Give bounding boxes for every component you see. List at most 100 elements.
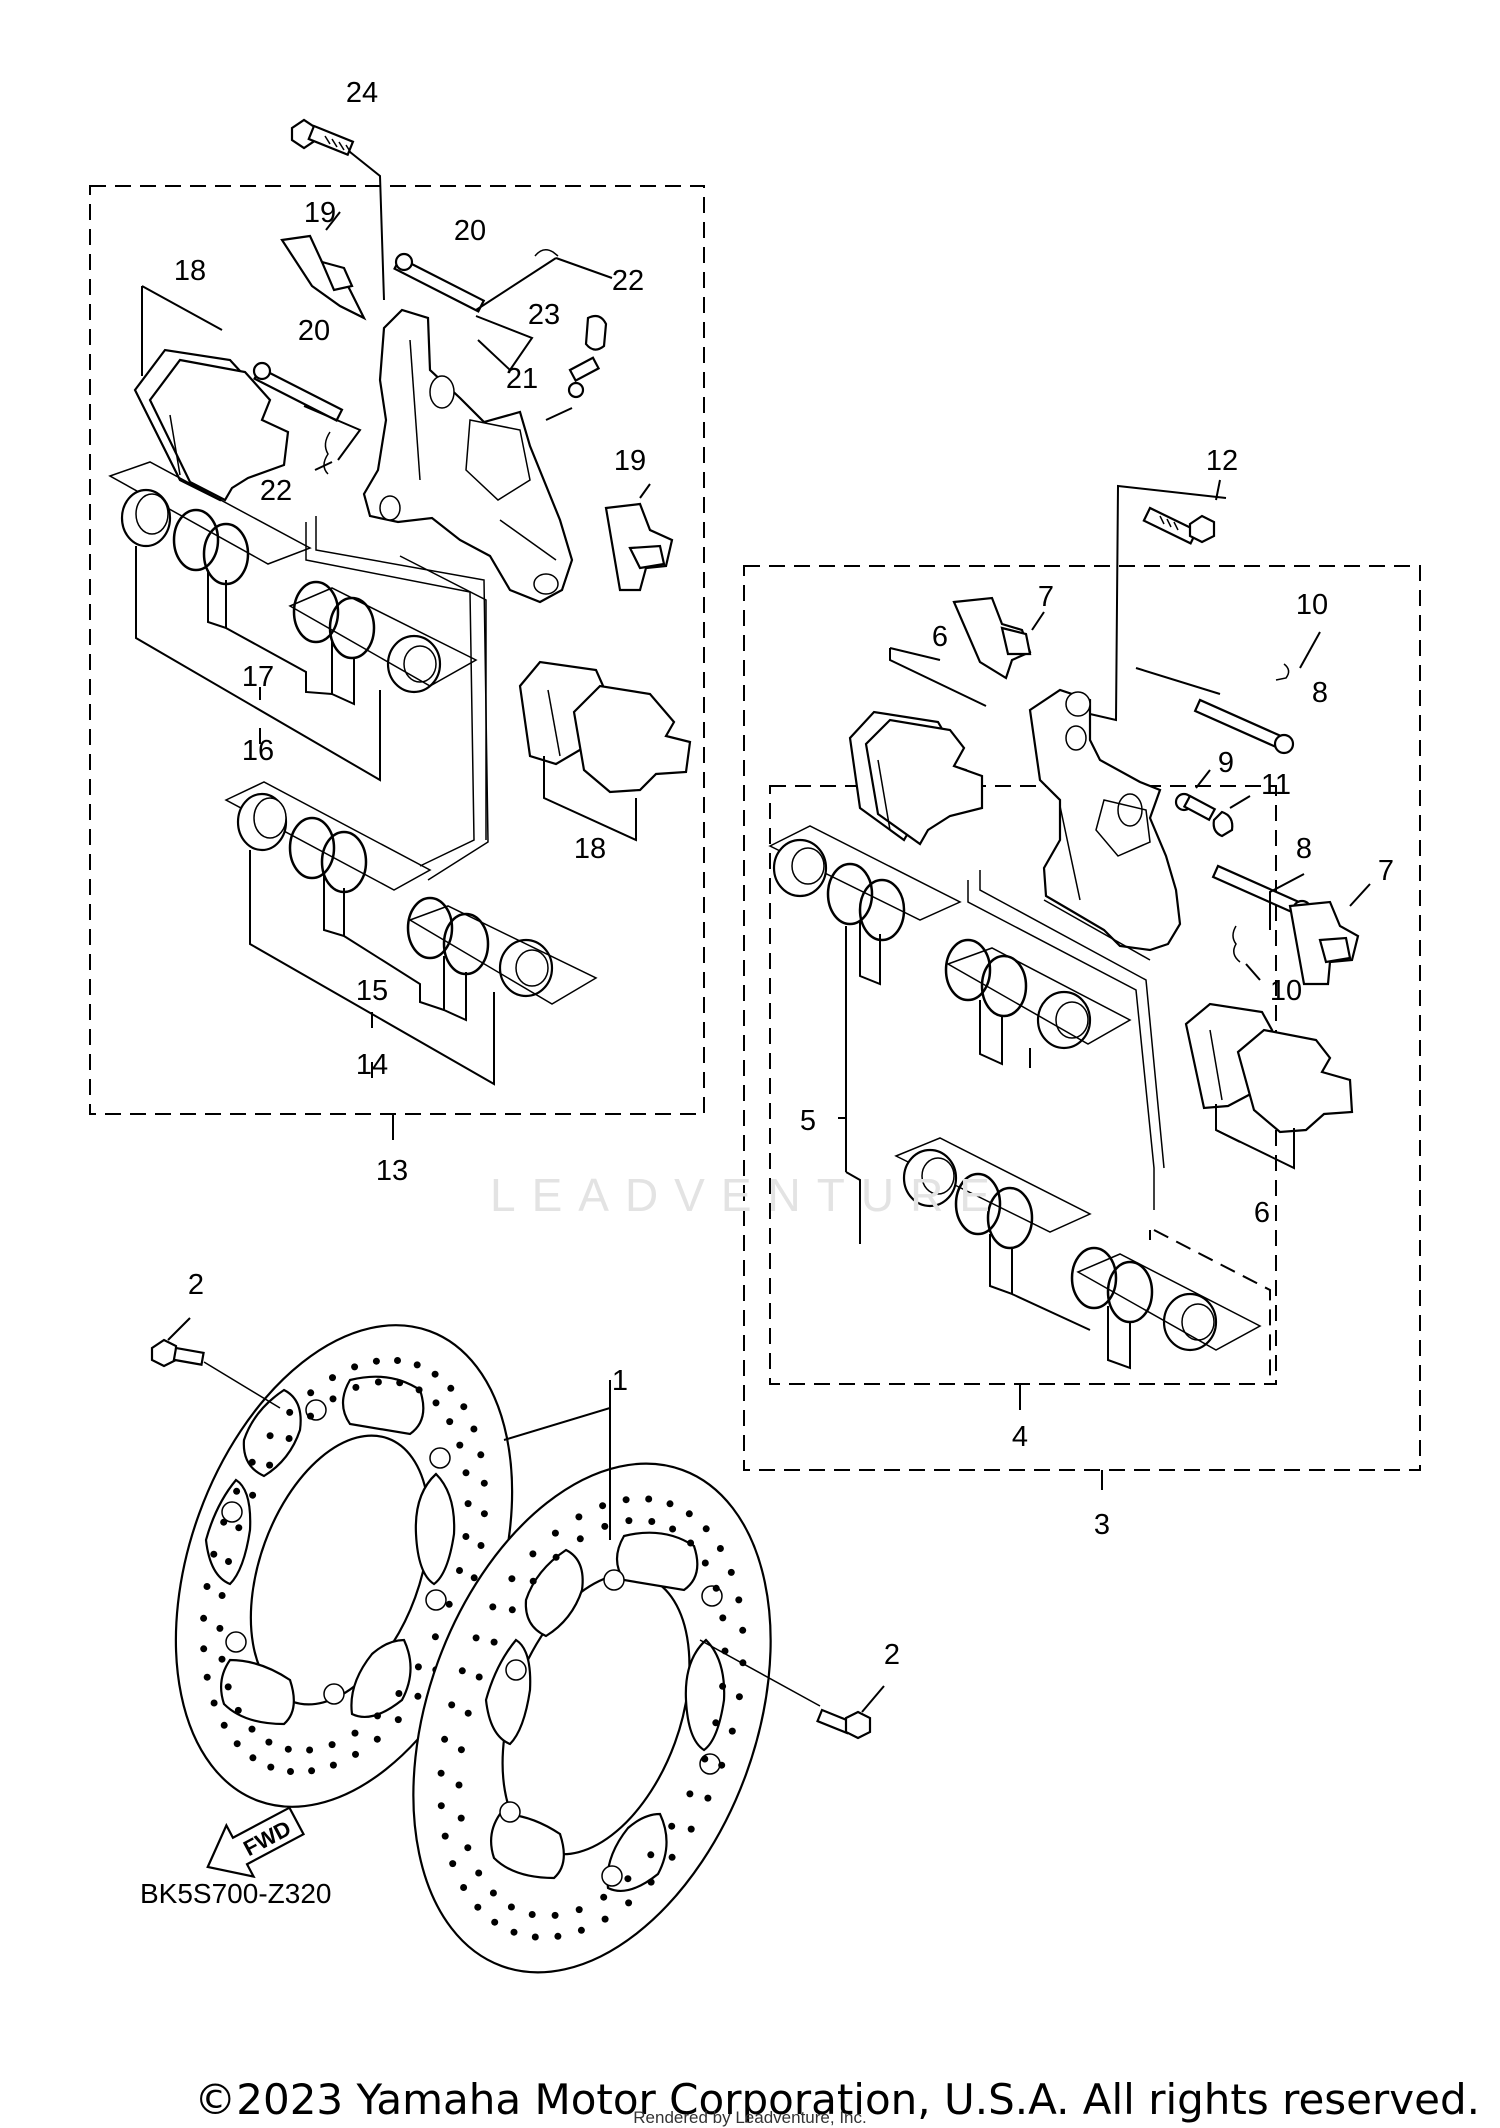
callout-10-lower: 10 <box>1270 975 1302 1007</box>
disc-drill-hole <box>480 1510 488 1518</box>
watermark: LEADVENTURE <box>490 1169 1006 1221</box>
callout-12: 12 <box>1206 445 1238 477</box>
left-caliper-body <box>362 308 574 604</box>
callout-23: 23 <box>528 299 560 331</box>
callout-19-upper: 19 <box>304 197 336 229</box>
disc-drill-hole <box>267 1763 275 1771</box>
callout-21: 21 <box>506 363 538 395</box>
disc-drill-hole <box>735 1596 743 1604</box>
callout-2-upper: 2 <box>188 1269 204 1301</box>
callout-14: 14 <box>356 1049 388 1081</box>
disc-drill-hole <box>687 1539 695 1547</box>
disc-drill-hole <box>287 1768 294 1775</box>
disc-drill-hole <box>249 1754 257 1762</box>
disc-drill-hole <box>266 1432 274 1440</box>
callout-20-upper: 20 <box>454 215 486 247</box>
disc-drill-hole <box>265 1738 273 1746</box>
disc-drill-hole <box>457 1814 465 1822</box>
disc-drill-hole <box>668 1822 676 1830</box>
pad-spring-7-upper <box>952 596 1032 680</box>
disc-drill-hole <box>529 1550 537 1558</box>
disc-drill-hole <box>464 1844 472 1852</box>
callout-7-upper: 7 <box>1038 581 1054 613</box>
disc-drill-hole <box>701 1755 709 1763</box>
callout-9: 9 <box>1218 747 1234 779</box>
callout-10-upper: 10 <box>1296 589 1328 621</box>
disc-drill-hole <box>470 1574 478 1582</box>
disc-drill-hole <box>449 1860 457 1868</box>
disc-drill-hole <box>491 1918 499 1926</box>
disc-drill-hole <box>712 1719 720 1727</box>
callout-18-lower: 18 <box>574 833 606 865</box>
disc-drill-hole <box>351 1729 359 1737</box>
disc-drill-hole <box>600 1893 608 1901</box>
disc-drill-hole <box>668 1853 676 1861</box>
disc-drill-hole <box>576 1535 584 1543</box>
disc-drill-hole <box>448 1701 456 1709</box>
disc-drill-hole <box>456 1567 463 1574</box>
disc-drill-hole <box>374 1712 381 1720</box>
disc-drill-hole <box>216 1624 224 1632</box>
disc-drill-hole <box>622 1496 630 1504</box>
disc-drill-hole <box>575 1513 583 1521</box>
disc-drill-hole <box>475 1673 483 1681</box>
callout-1: 1 <box>612 1365 628 1397</box>
disc-drill-hole <box>458 1667 466 1675</box>
disc-drill-hole <box>234 1706 242 1714</box>
pad-pin-20-upper <box>393 252 486 313</box>
callout-22-lower: 22 <box>260 475 292 507</box>
disc-drill-hole <box>456 1441 464 1449</box>
piston-kit-upper <box>108 461 478 694</box>
disc-drill-hole <box>480 1479 488 1487</box>
disc-drill-hole <box>374 1378 382 1386</box>
disc-drill-hole <box>716 1545 724 1552</box>
callout-5: 5 <box>800 1105 816 1137</box>
disc-drill-hole <box>531 1933 539 1941</box>
disc-drill-hole <box>702 1525 710 1533</box>
disc-drill-hole <box>284 1745 292 1753</box>
disc-drill-hole <box>455 1781 463 1789</box>
disc-bolt-2-lower <box>816 1708 872 1740</box>
disc-drill-hole <box>739 1626 747 1634</box>
disc-drill-hole <box>447 1384 455 1392</box>
disc-drill-hole <box>441 1735 449 1743</box>
disc-drill-hole <box>200 1645 208 1653</box>
disc-drill-hole <box>712 1584 720 1592</box>
right-caliper-assembly-frame <box>743 565 1421 1471</box>
callout-8-lower: 8 <box>1296 833 1312 865</box>
disc-drill-hole <box>529 1577 537 1585</box>
caliper-bolt-24 <box>290 118 355 157</box>
disc-drill-hole <box>457 1746 465 1754</box>
disc-drill-hole <box>489 1603 497 1611</box>
disc-drill-hole <box>414 1692 422 1700</box>
disc-drill-hole <box>507 1903 515 1911</box>
disc-drill-hole <box>648 1518 656 1525</box>
brake-pad-6-lower <box>1184 1002 1354 1134</box>
disc-drill-hole <box>464 1500 472 1508</box>
copyright-notice: ©2023 Yamaha Motor Corporation, U.S.A. A… <box>194 2075 1480 2124</box>
brake-disc-right <box>412 1462 772 1974</box>
callout-22-upper: 22 <box>612 265 644 297</box>
disc-drill-hole <box>233 1740 241 1748</box>
disc-drill-hole <box>727 1568 735 1576</box>
disc-drill-hole <box>306 1746 314 1754</box>
disc-drill-hole <box>235 1524 243 1532</box>
disc-drill-hole <box>735 1693 743 1701</box>
disc-drill-hole <box>328 1741 336 1749</box>
disc-drill-hole <box>415 1386 423 1394</box>
disc-drill-hole <box>510 1928 518 1936</box>
disc-drill-hole <box>490 1638 498 1646</box>
disc-drill-hole <box>685 1510 693 1518</box>
brake-pad-6-upper <box>848 710 984 846</box>
disc-drill-hole <box>203 1673 211 1681</box>
disc-drill-hole <box>396 1379 404 1387</box>
callout-20-lower: 20 <box>298 315 330 347</box>
callout-19-lower: 19 <box>614 445 646 477</box>
disc-bolt-2-upper <box>150 1338 205 1368</box>
disc-drill-hole <box>552 1553 560 1561</box>
disc-drill-hole <box>464 1709 472 1717</box>
disc-drill-hole <box>200 1614 208 1622</box>
disc-drill-hole <box>225 1558 232 1565</box>
disc-drill-hole <box>669 1525 677 1533</box>
